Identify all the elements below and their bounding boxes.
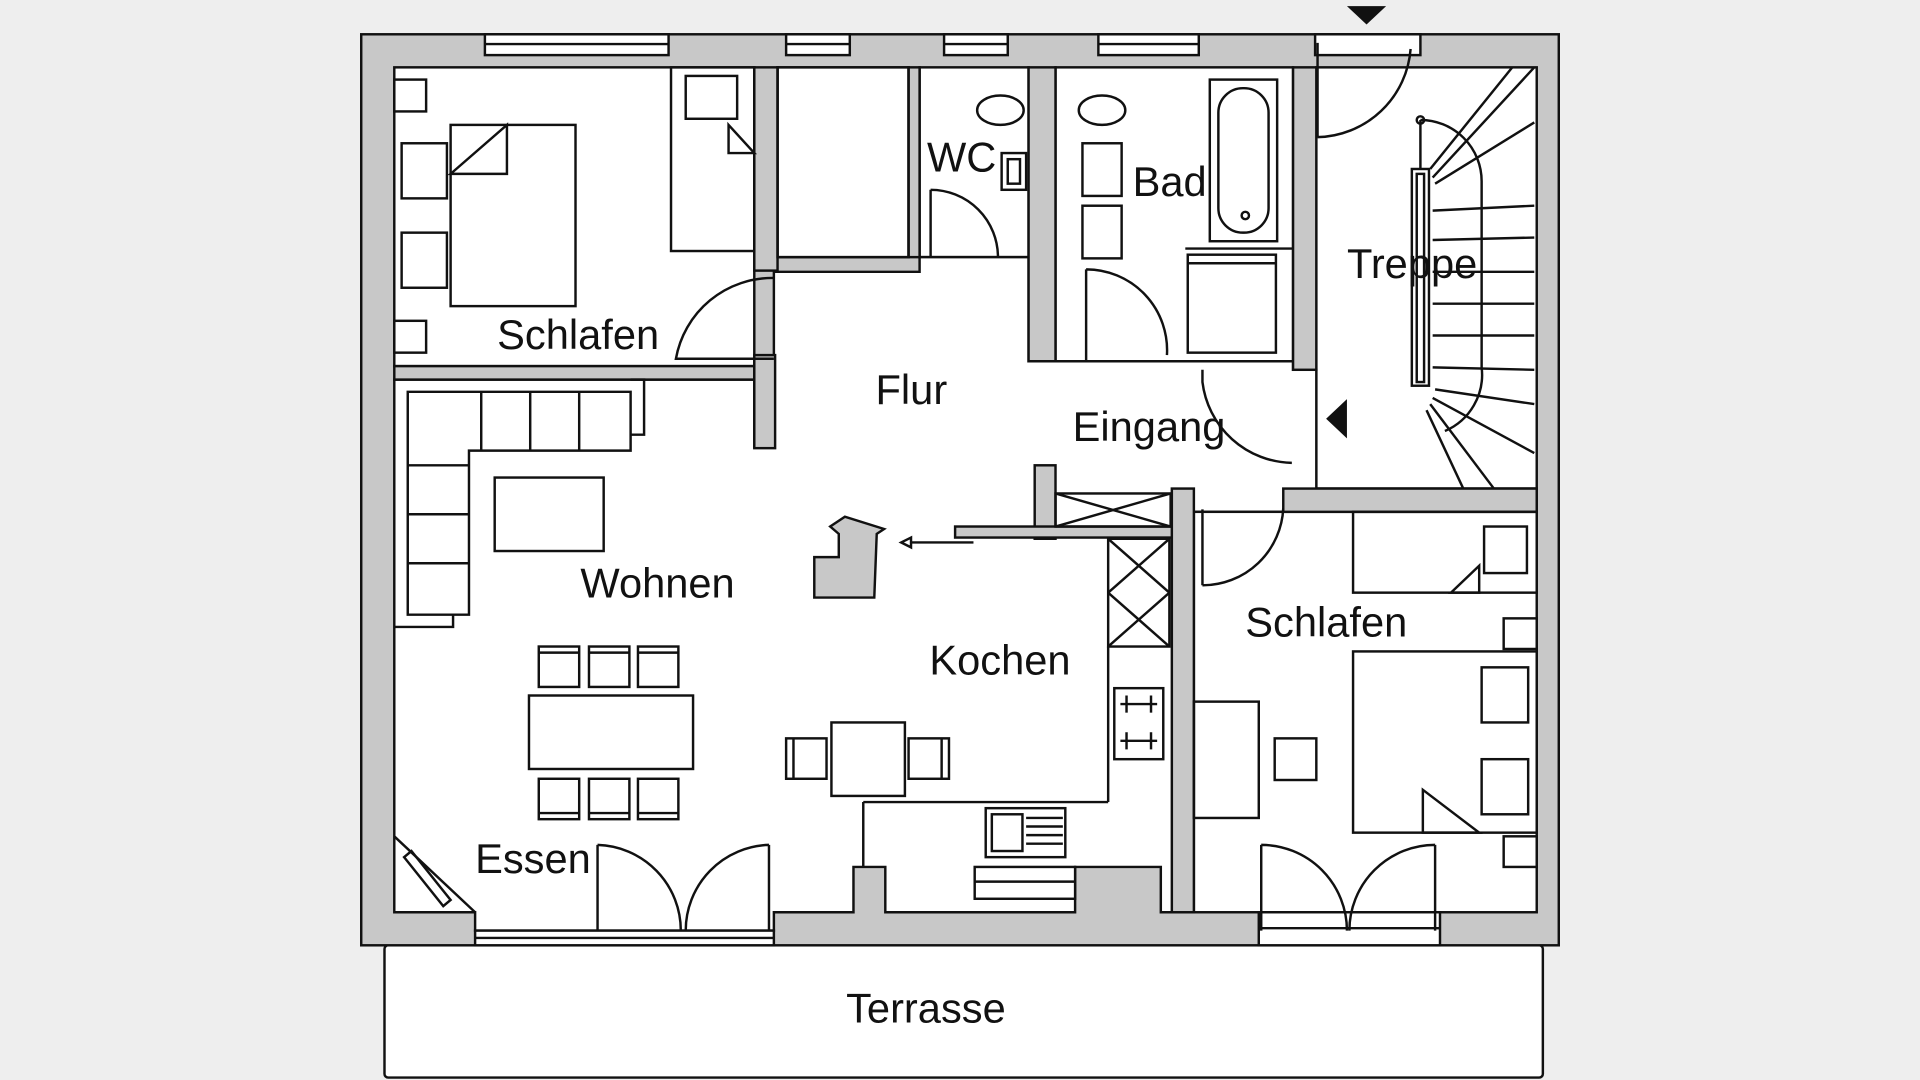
label-kochen: Kochen (929, 637, 1070, 684)
bathroom-fixtures (975, 78, 1294, 354)
bedroom-se-furniture (1192, 510, 1538, 869)
label-flur: Flur (876, 366, 948, 413)
label-wohnen: Wohnen (580, 560, 734, 607)
label-schlafen-se: Schlafen (1245, 599, 1407, 646)
kitchen-units (862, 492, 1172, 867)
label-terrasse: Terrasse (846, 984, 1006, 1031)
chimney (813, 515, 887, 599)
living-furniture (393, 378, 951, 914)
windows (473, 33, 1442, 947)
label-eingang: Eingang (1073, 403, 1226, 450)
entrance-arrow (1326, 399, 1347, 439)
staircase (1410, 66, 1536, 490)
label-bad: Bad (1133, 158, 1207, 205)
label-essen: Essen (475, 835, 591, 882)
bedroom-nw-furniture (393, 66, 910, 354)
label-wc: WC (927, 133, 996, 180)
label-treppe: Treppe (1347, 240, 1477, 287)
interior-walls (393, 66, 1538, 914)
doors (596, 42, 1437, 931)
room-labels: Schlafen WC Bad Treppe Flur Eingang Wohn… (475, 133, 1477, 1031)
north-entrance-arrow (1346, 6, 1387, 25)
label-schlafen-nw: Schlafen (497, 311, 659, 358)
